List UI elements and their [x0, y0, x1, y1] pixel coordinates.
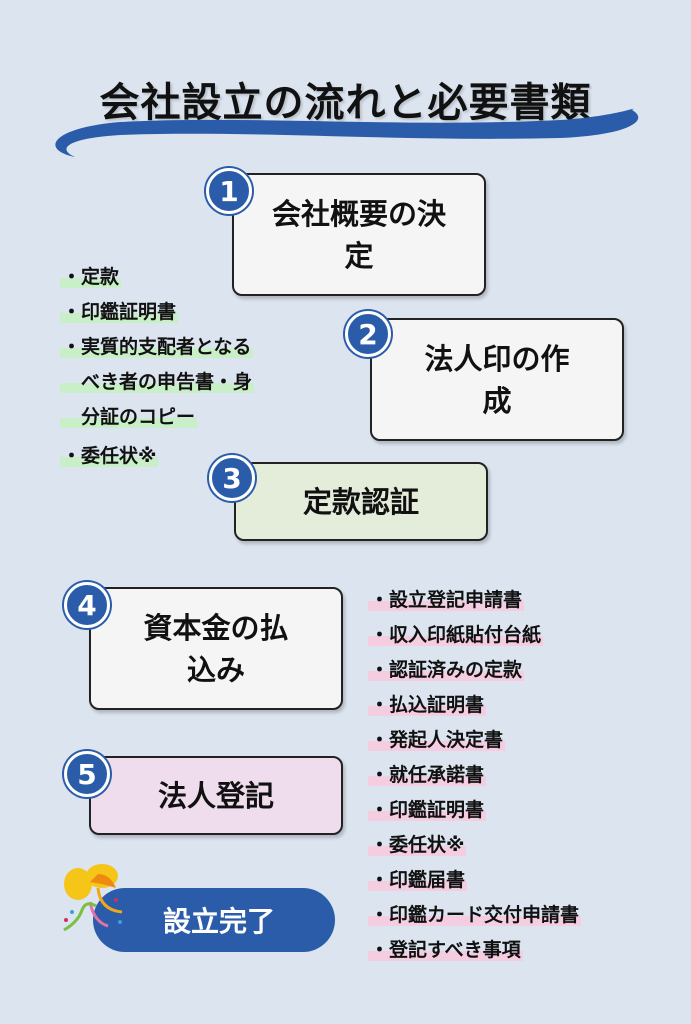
step-1-documents-list: ・定款 ・印鑑証明書 ・実質的支配者となる べき者の申告書・身 分証のコピー ・… [60, 260, 255, 474]
list-item: ・登記すべき事項 [368, 939, 523, 961]
step-4-number-badge: 4 [64, 582, 110, 628]
step-2-label: 法人印の作成 [424, 341, 570, 418]
party-popper-icon [63, 864, 123, 932]
list-item: べき者の申告書・身 [60, 371, 255, 393]
list-item: ・就任承諾書 [368, 764, 487, 786]
list-item: ・印鑑カード交付申請書 [368, 904, 582, 926]
list-item: ・委任状※ [368, 834, 467, 856]
list-item: ・発起人決定書 [368, 729, 506, 751]
page-title: 会社設立の流れと必要書類 [99, 80, 592, 126]
step-1-box: 会社概要の決定 [232, 173, 486, 296]
list-item: 分証のコピー [60, 406, 198, 428]
step-4-box: 資本金の払込み [89, 587, 343, 710]
list-item: ・収入印紙貼付台紙 [368, 624, 544, 646]
step-5-box: 法人登記 [89, 756, 343, 835]
step-1-number-badge: 1 [206, 168, 252, 214]
title-underline-swoosh [55, 108, 639, 157]
list-item: ・実質的支配者となる [60, 336, 254, 358]
list-item: ・払込証明書 [368, 694, 487, 716]
list-item: ・印鑑証明書 [60, 301, 179, 323]
list-item: ・定款 [60, 266, 122, 288]
list-item: ・委任状※ [60, 445, 159, 467]
step-3-number-badge: 3 [209, 455, 255, 501]
step-3-box: 定款認証 [234, 462, 488, 541]
list-item: ・印鑑証明書 [368, 799, 487, 821]
list-item: ・設立登記申請書 [368, 589, 525, 611]
step-3-label: 定款認証 [302, 484, 419, 519]
list-item: ・印鑑届書 [368, 869, 468, 891]
step-2-number-badge: 2 [345, 311, 391, 357]
step-5-number-badge: 5 [64, 751, 110, 797]
step-2-box: 法人印の作成 [370, 318, 624, 441]
step-4-label: 資本金の払込み [143, 610, 289, 687]
step-1-label: 会社概要の決定 [271, 196, 446, 273]
step-5-documents-list: ・設立登記申請書 ・収入印紙貼付台紙 ・認証済みの定款 ・払込証明書 ・発起人決… [368, 583, 582, 968]
list-item: ・認証済みの定款 [368, 659, 525, 681]
step-5-label: 法人登記 [157, 778, 274, 813]
completion-badge: 設立完了 [93, 888, 335, 952]
